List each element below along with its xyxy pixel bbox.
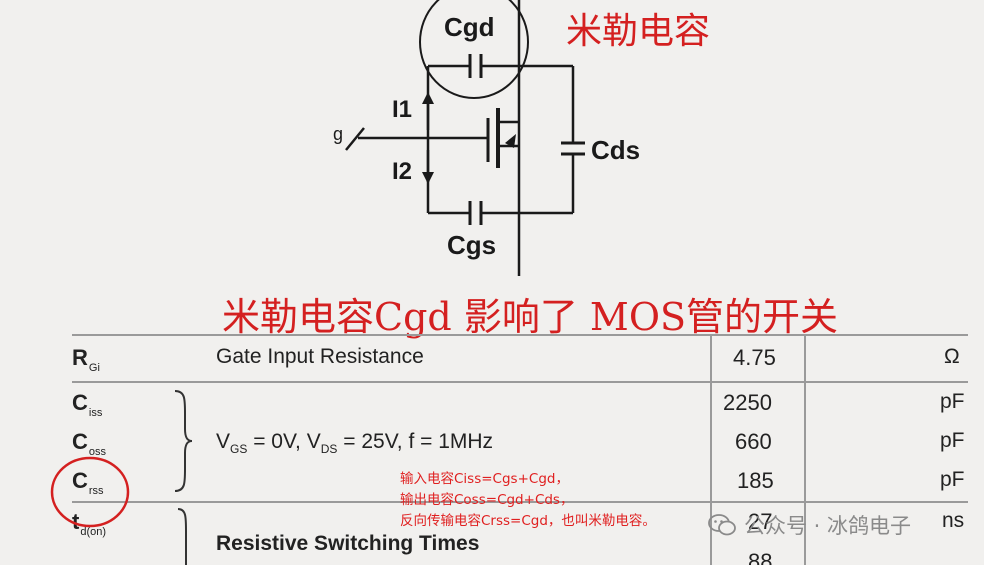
- gate-label: g: [333, 124, 344, 144]
- value-coss: 660: [735, 429, 772, 454]
- i2-label: I2: [392, 158, 413, 185]
- table-row-rule-2: [72, 501, 968, 503]
- unit-coss: pF: [940, 429, 965, 452]
- unit-crss: pF: [940, 468, 965, 491]
- watermark: 公众号 · 冰鸽电子: [708, 510, 911, 540]
- value-partial-row: 88: [748, 549, 773, 565]
- value-rgi: 4.75: [733, 345, 776, 370]
- mosfet-circuit-diagram: [345, 0, 585, 276]
- i1-arrow-head: [422, 92, 434, 104]
- unit-rgi: Ω: [944, 345, 960, 368]
- center-caption-part5: 管的开关: [686, 295, 839, 339]
- i2-arrow-head: [422, 172, 434, 184]
- symbol-rgi: RGi: [72, 345, 100, 374]
- capacitance-test-condition: VGS = 0V, VDS = 25V, f = 1MHz: [216, 430, 494, 456]
- cgd-label: Cgd: [444, 12, 495, 42]
- value-ciss: 2250: [723, 390, 772, 415]
- top-right-caption: 米勒电容: [566, 11, 711, 52]
- cds-label: Cds: [591, 135, 641, 165]
- crss-highlight-circle: [50, 456, 130, 528]
- resistive-switching-times-label: Resistive Switching Times: [216, 532, 480, 555]
- table-row-rule-1: [72, 381, 968, 383]
- watermark-text: 公众号 · 冰鸽电子: [744, 514, 912, 538]
- annotation-line-coss: 输出电容Coss=Cgd+Cds，: [400, 492, 574, 508]
- value-td-on: 27: [748, 509, 773, 534]
- center-caption-part4: MOS: [589, 295, 687, 339]
- body-arrow-head: [505, 134, 516, 148]
- wechat-icon: [708, 514, 736, 536]
- i1-label: I1: [392, 96, 413, 123]
- unit-td-on: ns: [942, 509, 965, 532]
- symbol-ciss: Ciss: [72, 390, 103, 419]
- center-caption-part1: 米勒电容: [222, 295, 375, 339]
- center-caption-part2: Cgd: [374, 295, 452, 339]
- table-col-rule-2: [804, 334, 806, 565]
- switching-brace: [177, 508, 187, 565]
- symbol-td-on: td(on): [72, 509, 107, 538]
- cgs-label: Cgs: [447, 230, 497, 260]
- symbol-coss: Coss: [72, 429, 107, 458]
- description-gate-input-resistance: Gate Input Resistance: [216, 345, 424, 368]
- center-caption-part3: 影响了: [451, 295, 590, 339]
- gate-input-tick: [345, 127, 365, 151]
- symbol-crss: Crss: [72, 468, 104, 497]
- annotation-line-ciss: 输入电容Ciss=Cgs+Cgd，: [400, 471, 569, 487]
- center-caption: 米勒电容Cgd 影响了 MOS管的开关: [222, 286, 838, 341]
- table-col-rule-1: [710, 334, 712, 565]
- table-top-rule: [72, 334, 968, 336]
- capacitance-brace: [174, 390, 193, 492]
- cgd-highlight-circle: [419, 0, 529, 99]
- unit-ciss: pF: [940, 390, 965, 413]
- annotation-line-crss: 反向传输电容Crss=Cgd，也叫米勒电容。: [400, 513, 656, 529]
- capacitance-annotation: 输入电容Ciss=Cgs+Cgd， 输出电容Coss=Cgd+Cds， 反向传输…: [400, 469, 656, 532]
- value-crss: 185: [737, 468, 774, 493]
